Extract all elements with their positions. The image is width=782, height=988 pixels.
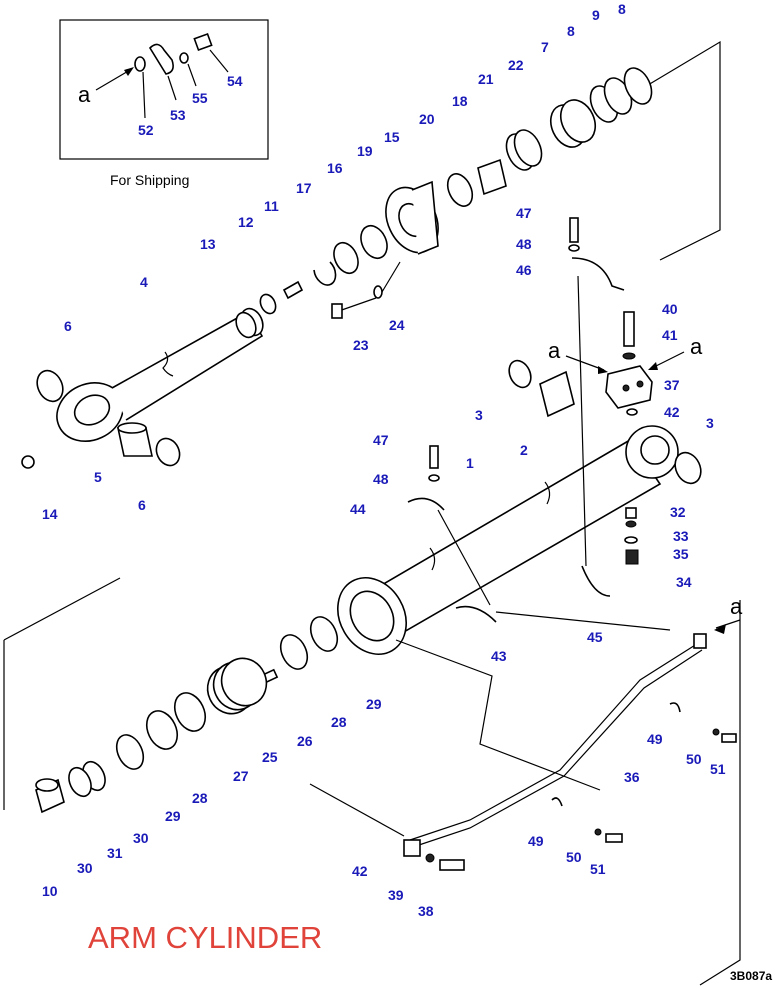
part-number-label: 24 [389,317,405,333]
part-number-label: 47 [373,432,389,448]
part-number-label: 15 [384,129,400,145]
marker-a-inset: a [78,82,91,107]
part-number-label: 9 [592,7,600,23]
part-number-label: 50 [686,751,702,767]
clamps [407,217,625,623]
part-number-label: 34 [676,574,692,590]
part-number-label: 3 [706,415,714,431]
part-number-label: 51 [590,861,606,877]
part-number-label: 26 [297,733,313,749]
part-number-label: 28 [331,714,347,730]
reference-code: 3B087a [730,969,772,983]
part-number-label: 45 [587,629,603,645]
part-number-label: 31 [107,845,123,861]
part-number-label: 5 [94,469,102,485]
diagram-title: ARM CYLINDER [88,920,322,955]
part-labels: 8987222118201519161711121346145623244748… [42,1,726,919]
pipe-assembly [309,611,741,871]
part-number-label: 6 [138,497,146,513]
part-number-label: 16 [327,160,343,176]
part-number-label: 35 [673,546,689,562]
part-number-label: 11 [264,198,279,214]
part-number-label: 47 [516,205,532,221]
part-number-label: 46 [516,262,532,278]
part-number-label: 37 [664,377,680,393]
part-number-label: 36 [624,769,640,785]
rod-head-parts [259,67,653,319]
part-number-label: 43 [491,648,507,664]
part-number-label: 32 [670,504,686,520]
part-number-label: 8 [567,23,575,39]
marker-a-3: a [730,594,743,619]
marker-a-2: a [690,334,703,359]
part-number-label: 29 [165,808,181,824]
part-number-label: 44 [350,501,366,517]
frame-lines [3,40,741,986]
part-number-label: 18 [452,93,468,109]
part-number-label: 3 [475,407,483,423]
part-number-label: 39 [388,887,404,903]
part-number-label: 51 [710,761,726,777]
part-number-label: 55 [192,90,208,106]
reference-arrows: a a a [548,334,743,619]
marker-a-1: a [548,338,561,363]
part-number-label: 54 [227,73,243,89]
part-number-label: 38 [418,903,434,919]
part-number-label: 49 [528,833,544,849]
part-number-label: 1 [466,455,474,471]
part-number-label: 8 [618,1,626,17]
part-number-label: 6 [64,318,72,334]
part-number-label: 21 [478,71,494,87]
part-number-label: 30 [77,860,93,876]
shipping-inset: a For Shipping [59,19,269,188]
part-number-label: 12 [238,214,254,230]
part-number-label: 33 [673,528,689,544]
part-number-label: 7 [541,39,549,55]
part-number-label: 13 [200,236,216,252]
piston-parts [35,616,339,814]
part-number-label: 49 [647,731,663,747]
part-number-label: 48 [373,471,389,487]
part-number-label: 20 [419,111,435,127]
part-number-label: 10 [42,883,58,899]
part-number-label: 27 [233,768,249,784]
piston-rod [21,307,264,469]
part-number-label: 28 [192,790,208,806]
part-number-label: 25 [262,749,278,765]
part-number-label: 50 [566,849,582,865]
part-number-label: 14 [42,506,58,522]
part-number-label: 19 [357,143,373,159]
part-number-label: 41 [662,327,678,343]
part-number-label: 53 [170,107,186,123]
part-number-label: 4 [140,274,148,290]
part-number-label: 23 [353,337,369,353]
part-number-label: 52 [138,122,154,138]
part-number-label: 42 [352,863,368,879]
inset-caption: For Shipping [110,172,189,188]
part-number-label: 40 [662,301,678,317]
part-number-label: 48 [516,236,532,252]
part-number-label: 29 [366,696,382,712]
part-number-label: 2 [520,442,528,458]
part-number-label: 30 [133,830,149,846]
part-number-label: 42 [664,404,680,420]
part-number-label: 17 [296,180,312,196]
part-number-label: 22 [508,57,524,73]
